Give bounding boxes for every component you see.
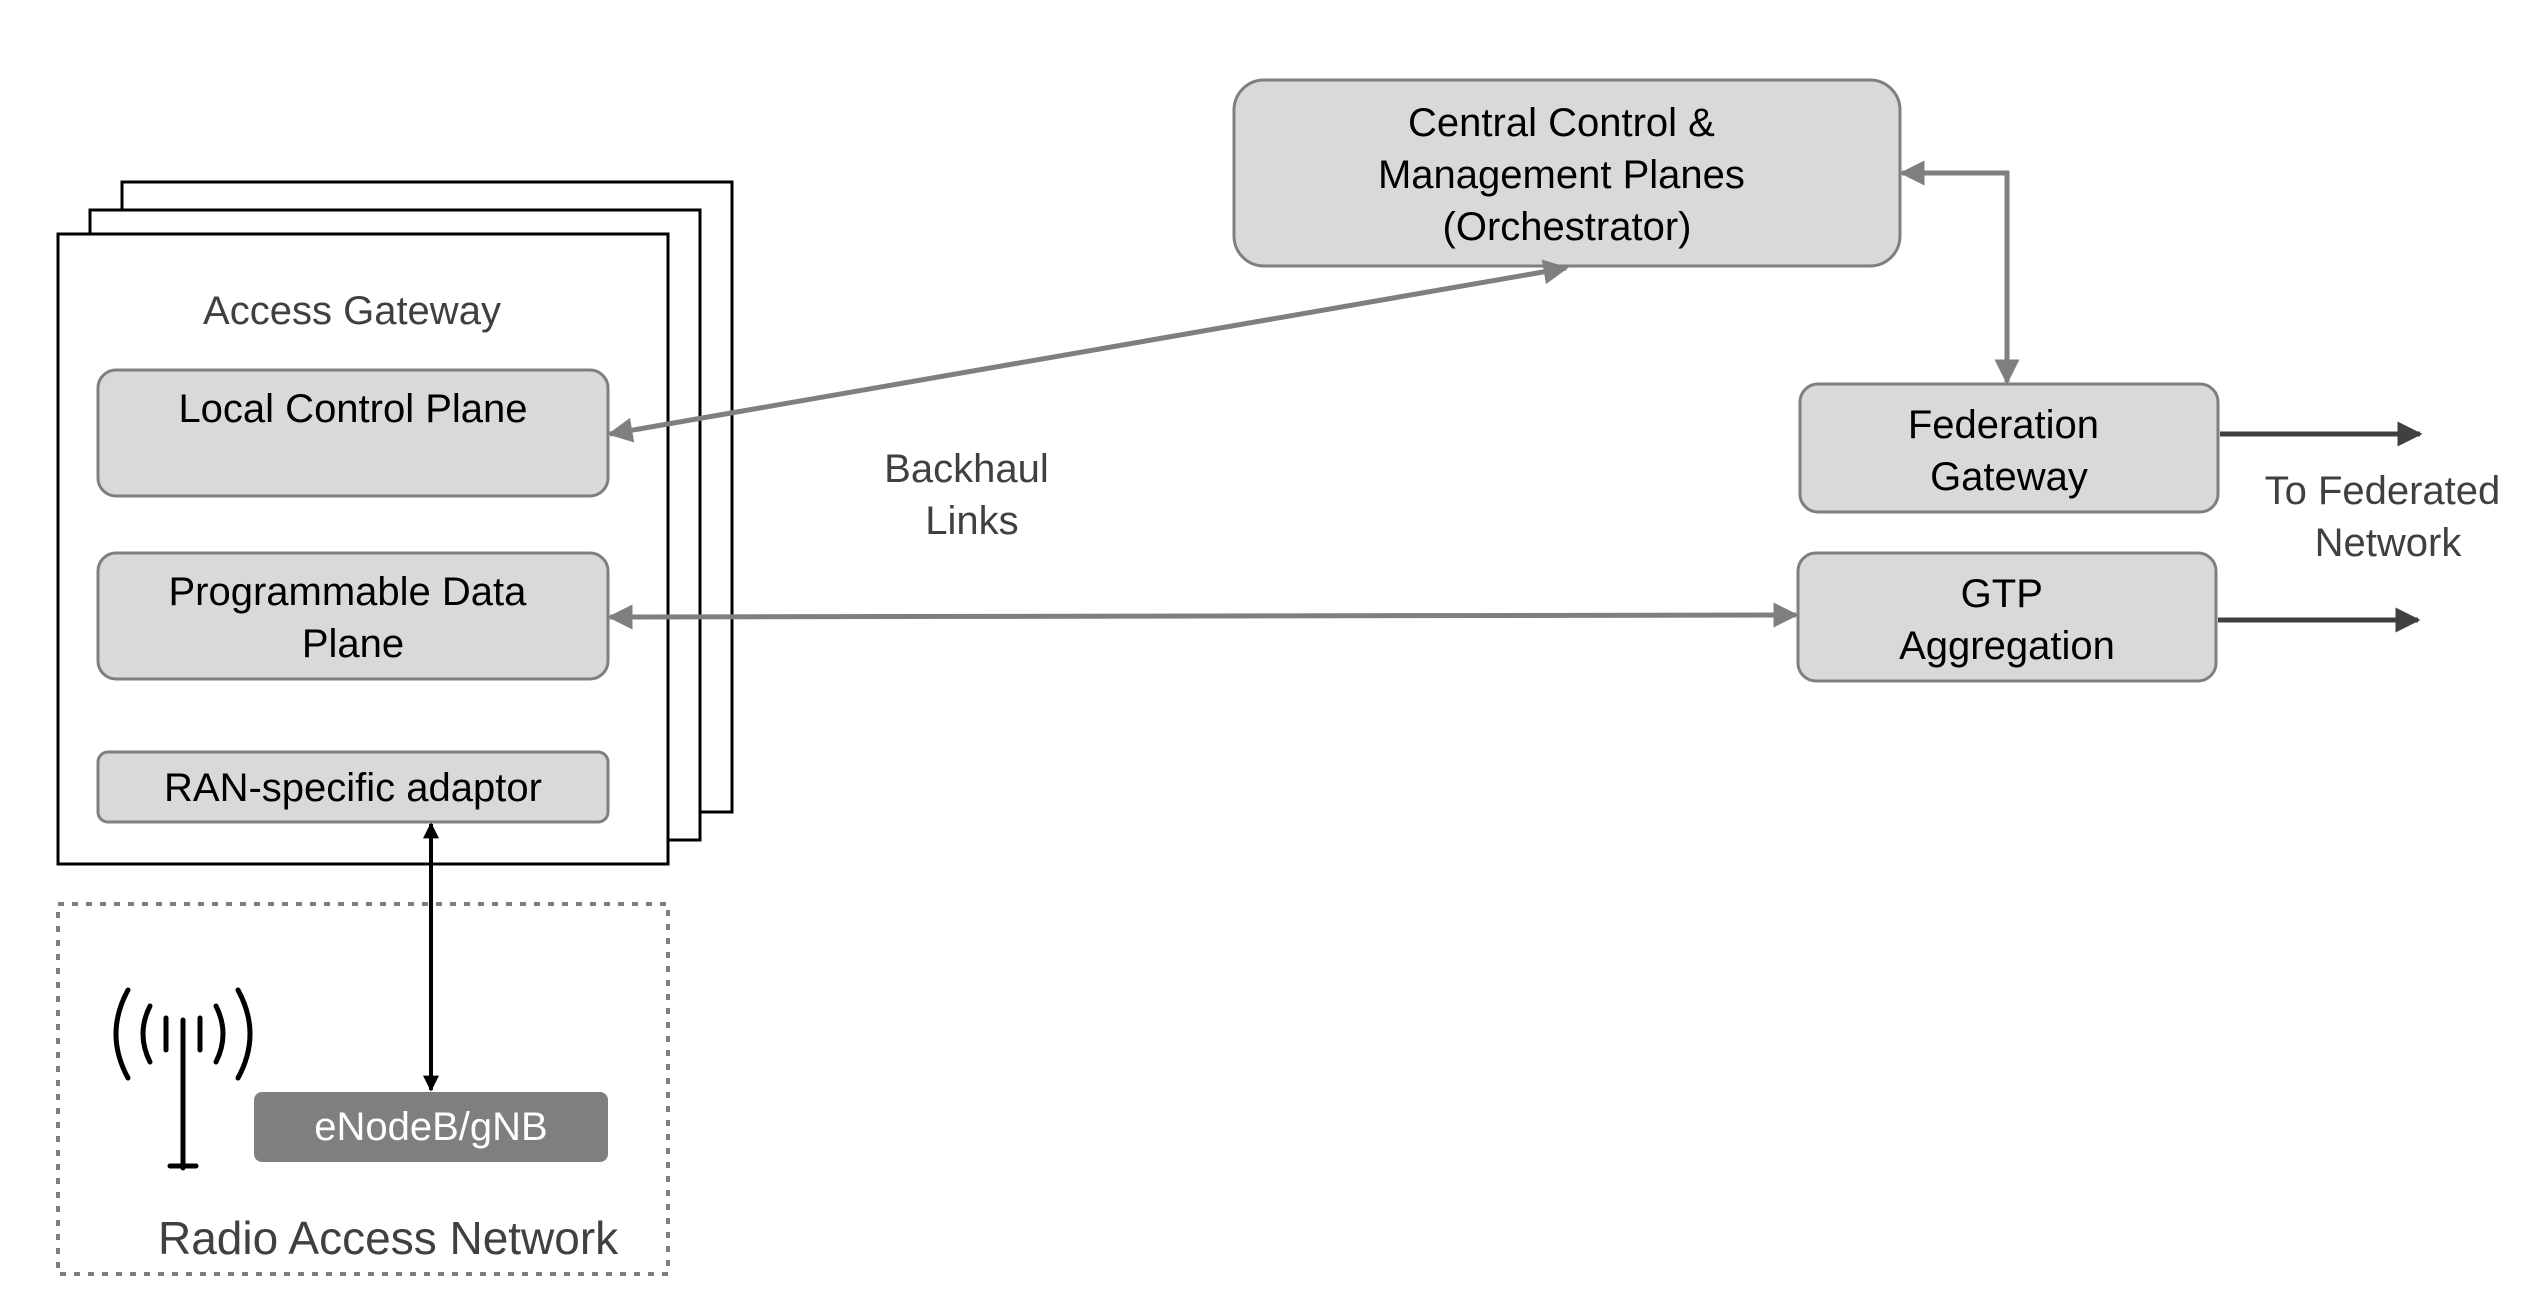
gtp-aggregation-label: GTP Aggregation — [1899, 572, 2115, 668]
antenna-icon — [113, 987, 253, 1171]
federation-gateway-line-2: Gateway — [1930, 455, 2088, 499]
programmable-data-plane-label: Programmable Data Plane — [168, 570, 537, 666]
backhaul-line-2: Links — [925, 499, 1018, 543]
gtp-aggregation-line-2: Aggregation — [1899, 624, 2115, 668]
backhaul-line-1: Backhaul — [884, 447, 1049, 491]
enodeb-box[interactable] — [254, 1092, 608, 1162]
local-control-plane-label: Local Control Plane — [178, 387, 527, 431]
control-plane-backhaul-connector — [607, 259, 1569, 443]
radio-access-network-title: Radio Access Network — [158, 1212, 619, 1264]
data-plane-backhaul-connector — [607, 602, 1799, 630]
orchestrator-line-2: Management Planes — [1378, 153, 1745, 197]
enodeb-label: eNodeB/gNB — [314, 1105, 547, 1149]
programmable-data-plane-line-2: Plane — [302, 622, 404, 666]
programmable-data-plane-line-1: Programmable Data — [168, 570, 527, 614]
orchestrator-federation-connector — [1899, 160, 2020, 385]
federation-gateway-line-1: Federation — [1908, 403, 2099, 447]
federated-network-label: To Federated Network — [2265, 469, 2512, 565]
orchestrator-line-1: Central Control & — [1408, 101, 1715, 145]
backhaul-links-label: Backhaul Links — [884, 447, 1060, 543]
federated-line-1: To Federated — [2265, 469, 2501, 513]
ran-adaptor-label: RAN-specific adaptor — [164, 766, 542, 810]
orchestrator-label: Central Control & Management Planes (Orc… — [1378, 101, 1756, 249]
federated-line-2: Network — [2315, 521, 2463, 565]
ran-adaptor-box[interactable] — [96, 750, 610, 824]
gtp-aggregation-line-1: GTP — [1961, 572, 2043, 616]
orchestrator-line-3: (Orchestrator) — [1443, 205, 1692, 249]
access-gateway-title: Access Gateway — [203, 289, 501, 333]
federation-gateway-label: Federation Gateway — [1908, 403, 2110, 499]
